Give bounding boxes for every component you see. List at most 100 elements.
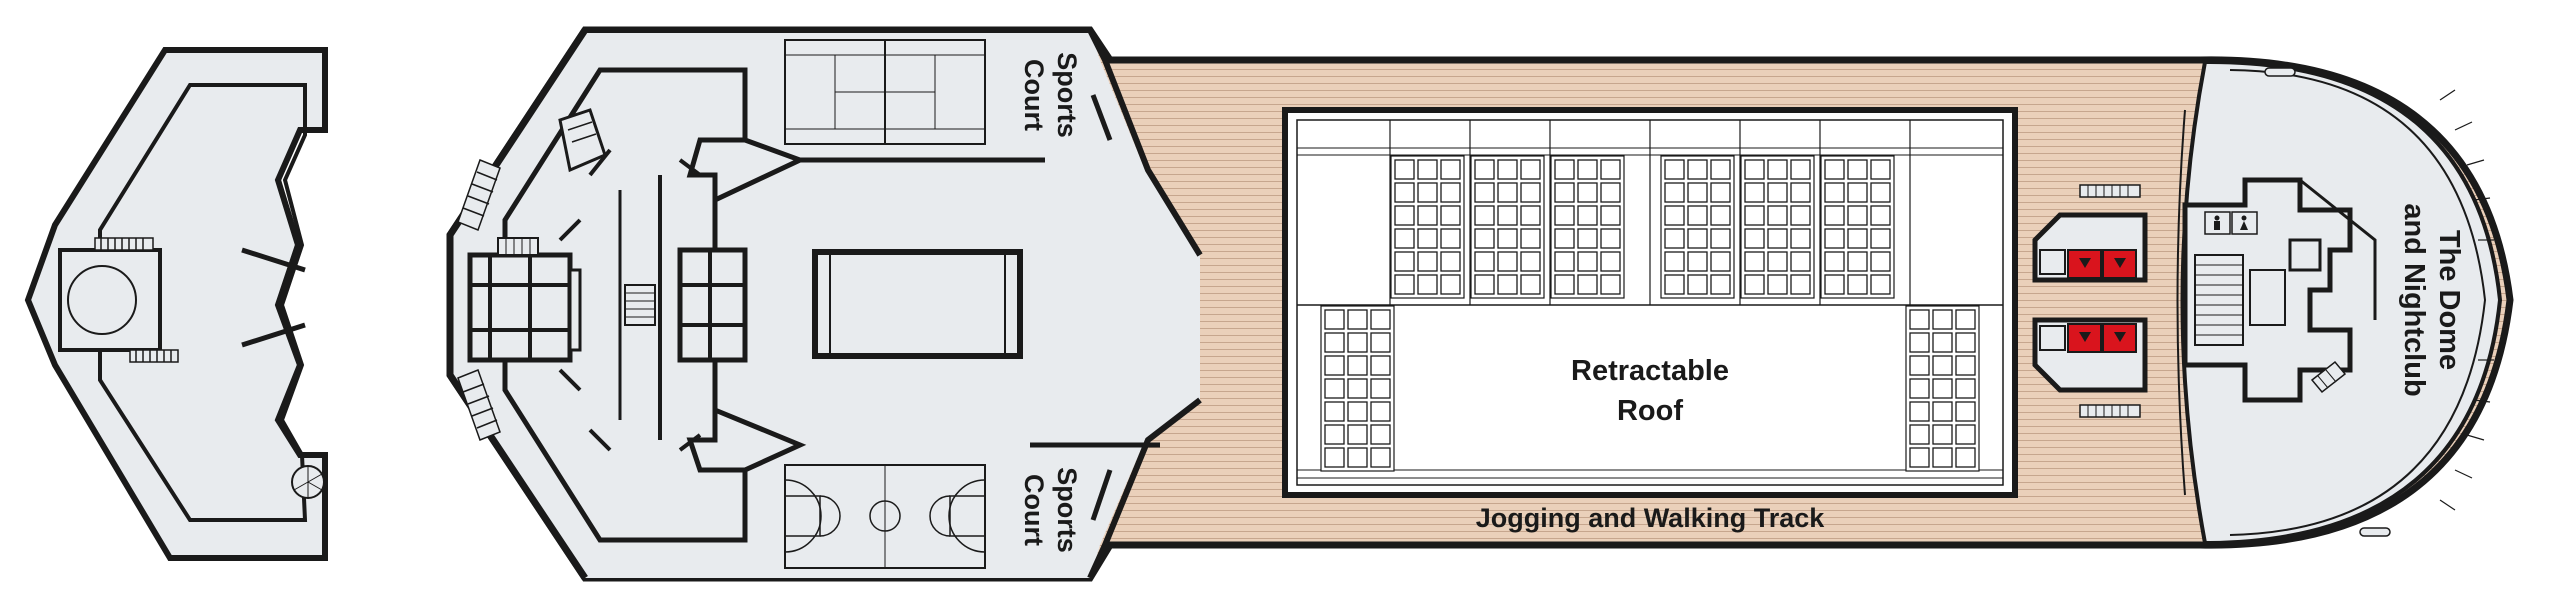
sun-lounger-icon [1687, 159, 1708, 180]
sun-lounger-icon [1417, 182, 1438, 203]
sun-lounger-icon [1847, 274, 1868, 295]
sun-lounger-icon [1955, 447, 1976, 468]
sun-lounger-icon [1394, 228, 1415, 249]
sun-lounger-icon [1710, 159, 1731, 180]
sun-lounger-icon [1370, 355, 1391, 376]
sun-lounger-icon [1790, 228, 1811, 249]
sun-lounger-icon [1520, 205, 1541, 226]
sun-lounger-icon [1577, 251, 1598, 272]
sun-lounger-icon [1474, 251, 1495, 272]
sun-lounger-icon [1955, 332, 1976, 353]
sun-lounger-icon [1744, 205, 1765, 226]
sun-lounger-icon [1554, 182, 1575, 203]
sun-lounger-icon [1600, 182, 1621, 203]
sun-lounger-icon [1440, 251, 1461, 272]
sun-lounger-icon [1932, 355, 1953, 376]
sun-lounger-icon [1347, 424, 1368, 445]
aft-core [467, 237, 582, 363]
sun-lounger-icon [1790, 182, 1811, 203]
stairs-icon [624, 284, 656, 326]
sun-lounger-icon [1710, 274, 1731, 295]
sun-lounger-icon [1767, 251, 1788, 272]
tennis-court-icon [784, 39, 986, 145]
sun-lounger-icon [1824, 251, 1845, 272]
sun-lounger-icon [1347, 309, 1368, 330]
sun-lounger-icon [1394, 274, 1415, 295]
sun-lounger-icon [1474, 228, 1495, 249]
sun-lounger-icon [1324, 309, 1345, 330]
spiral-stairs-icon [291, 465, 325, 499]
sun-lounger-icon [1687, 251, 1708, 272]
sun-lounger-icon [1932, 332, 1953, 353]
sun-lounger-icon [1664, 228, 1685, 249]
forward-elevators [2032, 184, 2148, 418]
sun-lounger-icon [1474, 159, 1495, 180]
forward-core [677, 247, 748, 363]
sun-lounger-icon [1600, 251, 1621, 272]
sun-lounger-icon [1687, 182, 1708, 203]
sun-lounger-icon [1554, 205, 1575, 226]
sun-lounger-icon [1664, 159, 1685, 180]
dome-label-line1: The Dome [2433, 230, 2465, 370]
sun-lounger-icon [1440, 182, 1461, 203]
sun-lounger-icon [1744, 159, 1765, 180]
sun-lounger-icon [1497, 274, 1518, 295]
sun-lounger-icon [1847, 228, 1868, 249]
sun-lounger-icon [1394, 159, 1415, 180]
sun-lounger-icon [1324, 378, 1345, 399]
sun-lounger-icon [1347, 401, 1368, 422]
sun-lounger-icon [1320, 120, 1980, 472]
sun-lounger-icon [1870, 205, 1891, 226]
sun-lounger-icon [1767, 274, 1788, 295]
sun-lounger-icon [1370, 378, 1391, 399]
sun-lounger-icon [1664, 205, 1685, 226]
sun-lounger-icon [1497, 251, 1518, 272]
sun-lounger-icon [1554, 228, 1575, 249]
sun-lounger-icon [1710, 182, 1731, 203]
sun-lounger-icon [1710, 205, 1731, 226]
sun-lounger-icon [1824, 182, 1845, 203]
sun-lounger-icon [1847, 205, 1868, 226]
stair-room [558, 108, 607, 173]
sun-lounger-icon [1600, 274, 1621, 295]
sun-lounger-icon [1870, 182, 1891, 203]
sun-lounger-icon [1520, 251, 1541, 272]
sun-lounger-icon [1577, 159, 1598, 180]
dome-label-line2: and Nightclub [2398, 203, 2430, 396]
sun-lounger-icon [1932, 424, 1953, 445]
sun-lounger-icon [1497, 159, 1518, 180]
sports-court-bottom-line1: Sports [1052, 467, 1082, 553]
sun-lounger-icon [1687, 228, 1708, 249]
sun-lounger-icon [1790, 274, 1811, 295]
sun-lounger-icon [1687, 274, 1708, 295]
stairs-icon [2310, 360, 2347, 394]
sun-lounger-icon [1870, 159, 1891, 180]
sun-lounger-icon [1600, 228, 1621, 249]
sun-lounger-icon [1417, 274, 1438, 295]
sun-lounger-icon [1370, 309, 1391, 330]
pool-icon [812, 249, 1023, 359]
sun-lounger-icon [1767, 159, 1788, 180]
sun-lounger-icon [1664, 251, 1685, 272]
retractable-roof-label-line1: Retractable [1571, 355, 1729, 387]
sun-lounger-icon [1347, 447, 1368, 468]
sun-lounger-icon [1909, 378, 1930, 399]
sun-lounger-icon [1932, 447, 1953, 468]
sun-lounger-icon [1417, 251, 1438, 272]
sun-lounger-icon [1554, 251, 1575, 272]
sun-lounger-icon [1577, 205, 1598, 226]
main-deck: Sports Court Sports Court Retractable Ro… [446, 26, 2514, 582]
retractable-roof [1282, 107, 2018, 498]
sun-lounger-icon [1474, 205, 1495, 226]
elevator-icon [2067, 249, 2137, 353]
sports-court-top-label: Sports Court [1019, 52, 1082, 138]
sun-lounger-icon [1394, 251, 1415, 272]
stairs-icon [2194, 254, 2286, 346]
sun-lounger-icon [1909, 447, 1930, 468]
sun-lounger-icon [1577, 182, 1598, 203]
sun-lounger-icon [1790, 159, 1811, 180]
sun-lounger-icon [1577, 228, 1598, 249]
sun-lounger-icon [1847, 251, 1868, 272]
sun-lounger-icon [1497, 228, 1518, 249]
